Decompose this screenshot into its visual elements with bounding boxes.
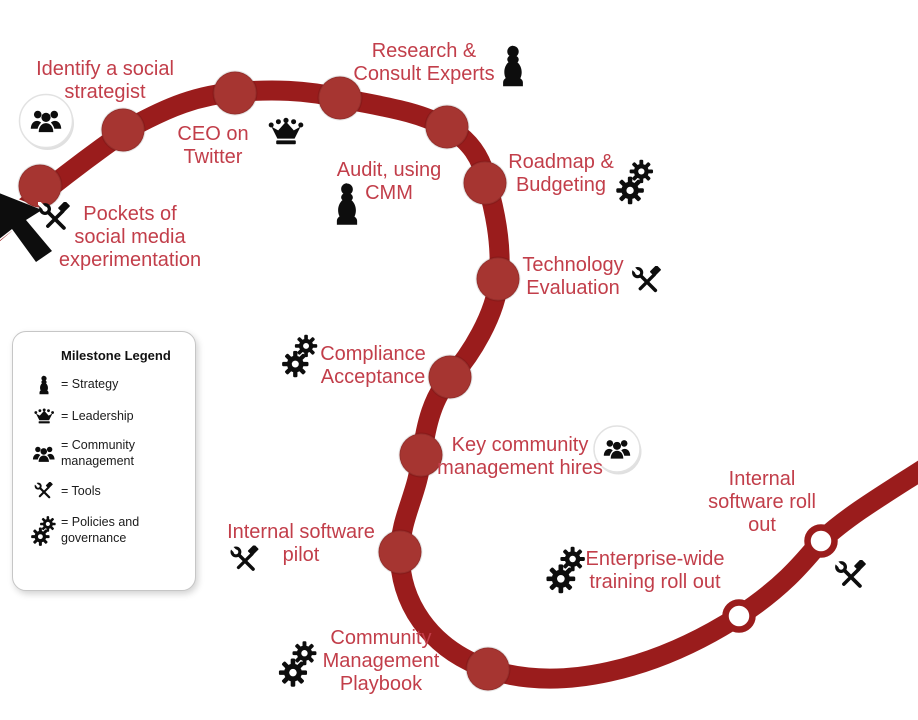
milestone-dot <box>100 107 146 153</box>
milestone-label: Internal software roll out <box>708 468 816 537</box>
milestone-dot <box>317 75 363 121</box>
legend-item: = Policies and governance <box>27 515 185 546</box>
milestone-label: Pockets of social media experimentation <box>58 203 202 272</box>
milestone-dot-open <box>722 599 756 633</box>
milestone-dot <box>427 354 473 400</box>
milestone-label: Key community management hires <box>437 433 603 479</box>
milestone-dot <box>398 432 444 478</box>
milestone-label: Enterprise-wide training roll out <box>585 547 725 593</box>
milestone-dot <box>462 160 508 206</box>
gears-icon <box>31 516 56 546</box>
milestone-label: Research & Consult Experts <box>353 39 495 85</box>
pawn-icon <box>503 45 523 87</box>
milestone-label: Audit, using CMM <box>336 158 442 204</box>
legend-item: = Tools <box>27 482 185 502</box>
milestone-label: Compliance Acceptance <box>320 342 426 388</box>
start-arrow-icon <box>0 191 55 265</box>
legend-item-label: = Strategy <box>61 377 119 392</box>
milestone-dot-open <box>804 524 838 558</box>
legend-item: = Leadership <box>27 408 185 425</box>
legend-item-label: = Policies and governance <box>61 515 140 545</box>
legend-item: = Community management <box>27 438 185 469</box>
people-circle-icon <box>18 93 74 150</box>
milestone-label: CEO on Twitter <box>177 122 249 168</box>
milestone-label: Technology Evaluation <box>522 253 624 299</box>
milestone-dot <box>212 70 258 116</box>
gears-icon <box>282 335 317 378</box>
crown-icon <box>268 117 304 145</box>
pawn-icon <box>39 375 49 395</box>
milestone-label: Identify a social strategist <box>36 57 174 103</box>
gears-icon <box>616 160 653 204</box>
milestone-dot <box>424 104 470 150</box>
tools-icon <box>34 482 53 500</box>
milestone-label: Roadmap & Budgeting <box>508 150 614 196</box>
milestone-label: Community Management Playbook <box>322 627 440 696</box>
legend-item-label: = Tools <box>61 484 101 499</box>
legend-title: Milestone Legend <box>61 348 171 363</box>
milestone-dot <box>475 256 521 302</box>
people-circle-icon <box>593 425 642 475</box>
tools-icon <box>631 266 662 293</box>
legend-item: = Strategy <box>27 375 185 395</box>
crown-icon <box>34 408 54 424</box>
legend-item-label: = Leadership <box>61 408 134 423</box>
legend-item-label: = Community management <box>61 438 135 468</box>
gears-icon <box>546 547 584 593</box>
people-icon <box>33 446 55 462</box>
milestone-dot <box>377 529 423 575</box>
milestone-dot <box>465 646 511 692</box>
milestone-dot <box>17 163 63 209</box>
tools-icon <box>834 560 867 589</box>
milestone-legend: Milestone Legend = Strategy = Leadership… <box>12 331 196 591</box>
gears-icon <box>279 641 317 686</box>
milestone-label: Internal software pilot <box>227 520 375 566</box>
